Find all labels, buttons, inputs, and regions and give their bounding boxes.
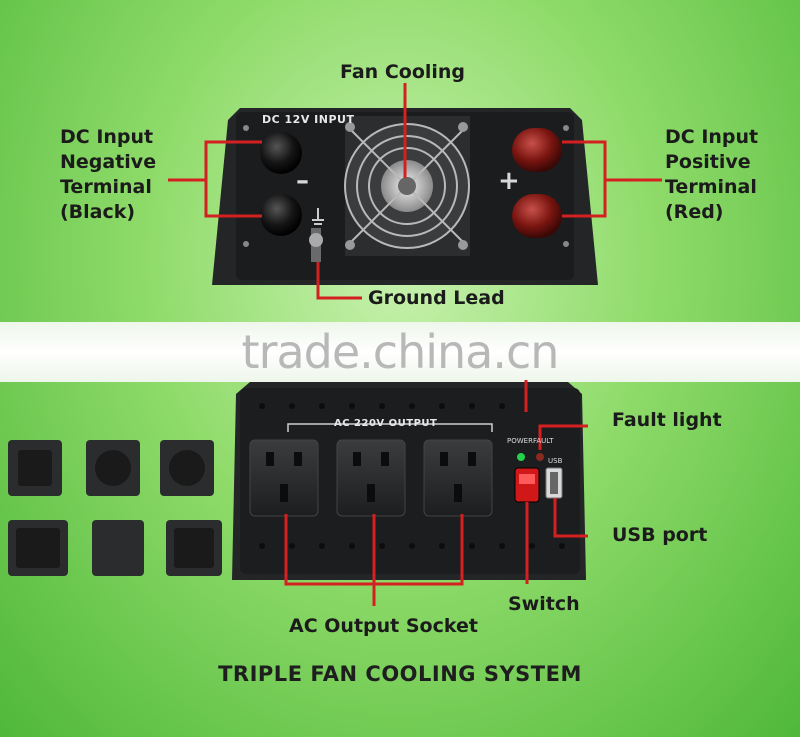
- positive-terminal-top: [512, 128, 562, 172]
- ac-output-socket-label: AC Output Socket: [289, 615, 478, 637]
- negative-terminal-bottom: [260, 194, 302, 236]
- negative-terminal-top: [260, 132, 302, 174]
- usb-port-label: USB port: [612, 524, 708, 546]
- top-callout-lines: [168, 83, 662, 300]
- ac-output-panel: [8, 380, 588, 606]
- watermark: trade.china.cn: [241, 325, 560, 379]
- fan-cooling-label: Fan Cooling: [340, 61, 466, 83]
- positive-terminal-bottom: [512, 194, 562, 238]
- dc-negative-terminal-label: DC Input Negative Terminal (Black): [60, 126, 157, 223]
- ac-output-panel-label: AC 220V OUTPUT: [334, 418, 438, 429]
- power-led: [517, 453, 525, 461]
- switch-label: Switch: [508, 593, 580, 615]
- positive-sign: +: [498, 166, 520, 196]
- fault-led-label: FAULT: [533, 437, 554, 445]
- ac-sockets: [249, 439, 493, 517]
- fault-led: [536, 453, 544, 461]
- bottom-callout-lines: [284, 380, 588, 606]
- fault-light-label: Fault light: [612, 409, 722, 431]
- usb-label: USB: [548, 457, 563, 465]
- watermark-band: [0, 322, 800, 382]
- dc-input-panel-label: DC 12V INPUT: [262, 113, 355, 126]
- power-led-label: POWER: [507, 437, 533, 445]
- ground-lead-post: [309, 208, 324, 262]
- fan-grill: [344, 116, 470, 256]
- negative-sign: –: [296, 166, 309, 196]
- dc-positive-terminal-label: DC Input Positive Terminal (Red): [665, 126, 759, 223]
- socket-samples: [8, 440, 222, 576]
- footer-title: TRIPLE FAN COOLING SYSTEM: [218, 662, 582, 686]
- power-switch: [514, 467, 540, 503]
- dc-input-panel: [168, 83, 662, 300]
- ground-lead-label: Ground Lead: [368, 287, 505, 309]
